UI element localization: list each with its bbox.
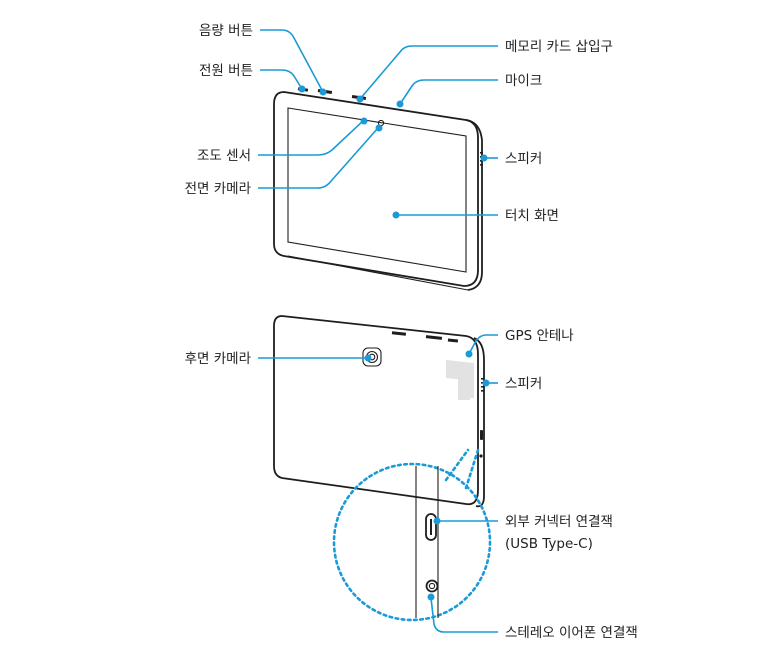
usb-connector-label-line2: (USB Type-C): [505, 536, 593, 552]
gps-antenna-dot: [465, 350, 473, 358]
front-speaker-label: 스피커: [505, 151, 542, 167]
front-camera-callout-dot: [375, 124, 383, 132]
earphone-jack-leader: [430, 597, 498, 633]
zoom-link-right: [464, 448, 480, 490]
back-speaker-grill: [481, 378, 484, 392]
back-top-button-1: [391, 331, 407, 336]
tablet-front-body: [273, 91, 479, 287]
volume-button-dot: [319, 88, 327, 96]
microphone-dot: [396, 100, 404, 108]
earphone-jack-label: 스테레오 이어폰 연결잭: [505, 625, 638, 641]
rear-camera-dot: [364, 354, 372, 362]
back-top-slot: [447, 338, 459, 343]
gps-antenna-leader: [469, 334, 498, 353]
touch-screen-label: 터치 화면: [505, 208, 559, 224]
memory-card-slot-dot: [356, 95, 364, 103]
front-speaker-dot: [480, 154, 488, 162]
memory-card-slot-label: 메모리 카드 삽입구: [505, 39, 613, 55]
light-sensor-leader: [258, 119, 365, 156]
volume-button-leader: [260, 29, 324, 93]
back-earphone-jack-small: [479, 454, 483, 458]
usb-connector-dot: [433, 517, 441, 525]
memory-card-slot-leader: [359, 45, 498, 100]
earphone-jack-dot: [427, 593, 435, 601]
gps-antenna-label: GPS 안테나: [505, 328, 574, 344]
back-top-button-2: [425, 335, 443, 340]
power-button-label: 전원 버튼: [199, 63, 253, 79]
zoom-link-left: [444, 448, 470, 482]
earphone-jack-zoom: [425, 579, 439, 593]
power-button-leader: [260, 69, 303, 90]
tablet-back-side-edge: [473, 337, 485, 508]
tablet-back-view: [273, 315, 485, 508]
touch-screen-dot: [392, 211, 400, 219]
usb-c-port-zoom: [425, 513, 437, 541]
front-callouts: 음량 버튼 전원 버튼 조도 센서 전면 카메라 메모리 카드 삽입구 마이크 …: [185, 23, 613, 224]
zoom-detail: [332, 448, 492, 622]
power-button-dot: [298, 85, 306, 93]
microphone-label: 마이크: [505, 73, 542, 89]
earphone-jack-inner: [428, 582, 436, 590]
back-usb-port-small: [480, 430, 483, 440]
gps-antenna-stem: [458, 378, 470, 400]
tablet-front-side-edge: [465, 119, 483, 291]
tablet-back-body: [273, 315, 479, 506]
light-sensor-callout-dot: [360, 117, 368, 125]
back-callouts: 후면 카메라 GPS 안테나 스피커 외부 커넥터 연결잭 (USB Type-…: [185, 328, 638, 641]
usb-c-port-inner: [430, 519, 432, 535]
front-camera-leader: [258, 127, 379, 189]
zoom-circle: [332, 462, 492, 622]
back-speaker-dot: [482, 379, 490, 387]
volume-button-label: 음량 버튼: [199, 23, 253, 39]
usb-connector-label-line1: 외부 커넥터 연결잭: [505, 514, 613, 530]
touch-screen-area: [287, 107, 467, 273]
rear-camera-label: 후면 카메라: [185, 351, 252, 367]
microphone-leader: [399, 79, 498, 105]
front-camera-label: 전면 카메라: [185, 181, 252, 197]
back-speaker-label: 스피커: [505, 376, 542, 392]
light-sensor-label: 조도 센서: [197, 148, 251, 164]
